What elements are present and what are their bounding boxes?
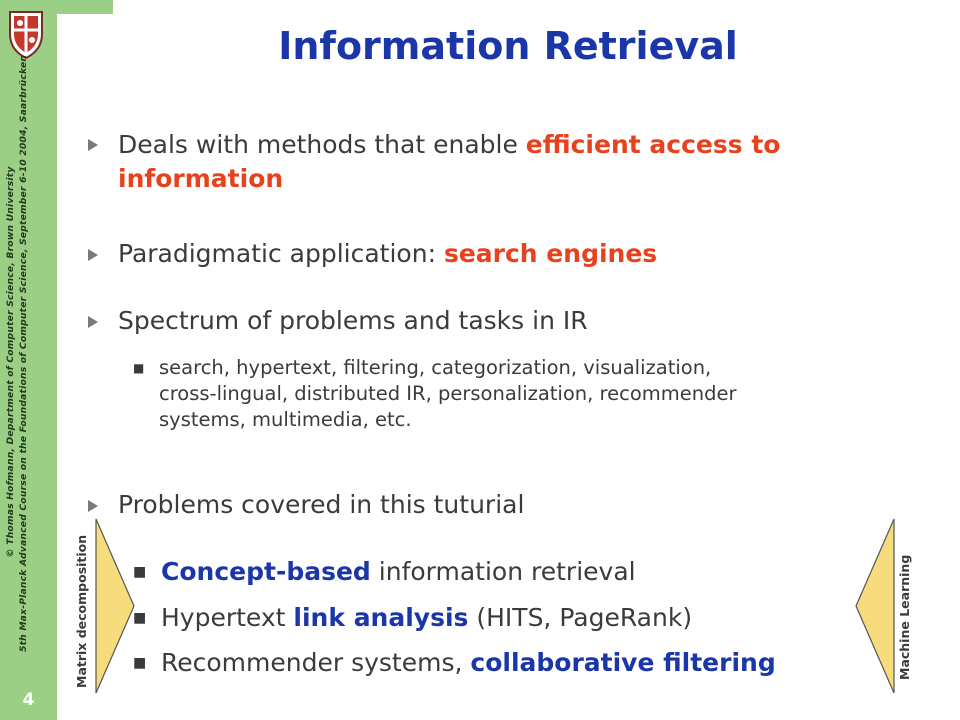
- bullet-efficient-access: Deals with methods that enable efficient…: [118, 128, 878, 196]
- copyright-credit: © Thomas Hofmann, Department of Computer…: [4, 54, 48, 652]
- bullet-text: Paradigmatic application:: [118, 239, 444, 268]
- square-bullet-icon: ■: [133, 361, 145, 375]
- topic-text: Hypertext: [161, 603, 294, 632]
- sub-bullet-line-3: systems, multimedia, etc.: [159, 408, 412, 431]
- page-number: 4: [22, 690, 35, 710]
- bullet-search-engines: Paradigmatic application: search engines: [118, 237, 878, 271]
- topic-text: information retrieval: [370, 557, 636, 586]
- square-bullet-icon: ■: [133, 655, 147, 671]
- sub-bullet-tasks: ■ search, hypertext, filtering, categori…: [133, 355, 893, 433]
- university-crest-icon: [9, 11, 43, 60]
- credit-line-2: 5th Max-Planck Advanced Course on the Fo…: [18, 54, 29, 652]
- topic-collaborative-filtering: ■ Recommender systems, collaborative fil…: [133, 646, 873, 680]
- topic-link-analysis: ■ Hypertext link analysis (HITS, PageRan…: [133, 601, 873, 635]
- slide-title: Information Retrieval: [278, 24, 738, 68]
- bullet-text: Deals with methods that enable: [118, 130, 526, 159]
- left-wedge-icon: [95, 518, 135, 694]
- highlight-text: information: [118, 164, 284, 193]
- sub-bullet-line-2: cross-lingual, distributed IR, personali…: [159, 382, 737, 405]
- bullet-problems-covered: Problems covered in this tuturial: [118, 490, 525, 519]
- highlight-text: efficient access to: [525, 130, 781, 159]
- right-wedge-icon: [855, 518, 895, 694]
- highlight-text: Concept-based: [161, 557, 371, 586]
- square-bullet-icon: ■: [133, 564, 147, 580]
- sidebar: © Thomas Hofmann, Department of Computer…: [0, 0, 57, 720]
- sub-bullet-line-1: search, hypertext, filtering, categoriza…: [159, 356, 712, 379]
- bullet-arrow-icon: [88, 316, 98, 328]
- highlight-text: collaborative filtering: [470, 648, 776, 677]
- bullet-arrow-icon: [88, 139, 98, 151]
- matrix-decomposition-label: Matrix decomposition: [74, 534, 89, 688]
- machine-learning-label: Machine Learning: [897, 554, 912, 680]
- bullet-arrow-icon: [88, 249, 98, 261]
- topic-text: (HITS, PageRank): [468, 603, 693, 632]
- highlight-text: link analysis: [293, 603, 469, 632]
- topic-text: Recommender systems,: [161, 648, 471, 677]
- highlight-text: search engines: [443, 239, 658, 268]
- topic-concept-based: ■ Concept-based information retrieval: [133, 555, 873, 589]
- square-bullet-icon: ■: [133, 610, 147, 626]
- top-accent-strip: [57, 0, 113, 14]
- bullet-spectrum: Spectrum of problems and tasks in IR: [118, 306, 588, 335]
- credit-line-1: © Thomas Hofmann, Department of Computer…: [5, 166, 16, 558]
- bullet-arrow-icon: [88, 500, 98, 512]
